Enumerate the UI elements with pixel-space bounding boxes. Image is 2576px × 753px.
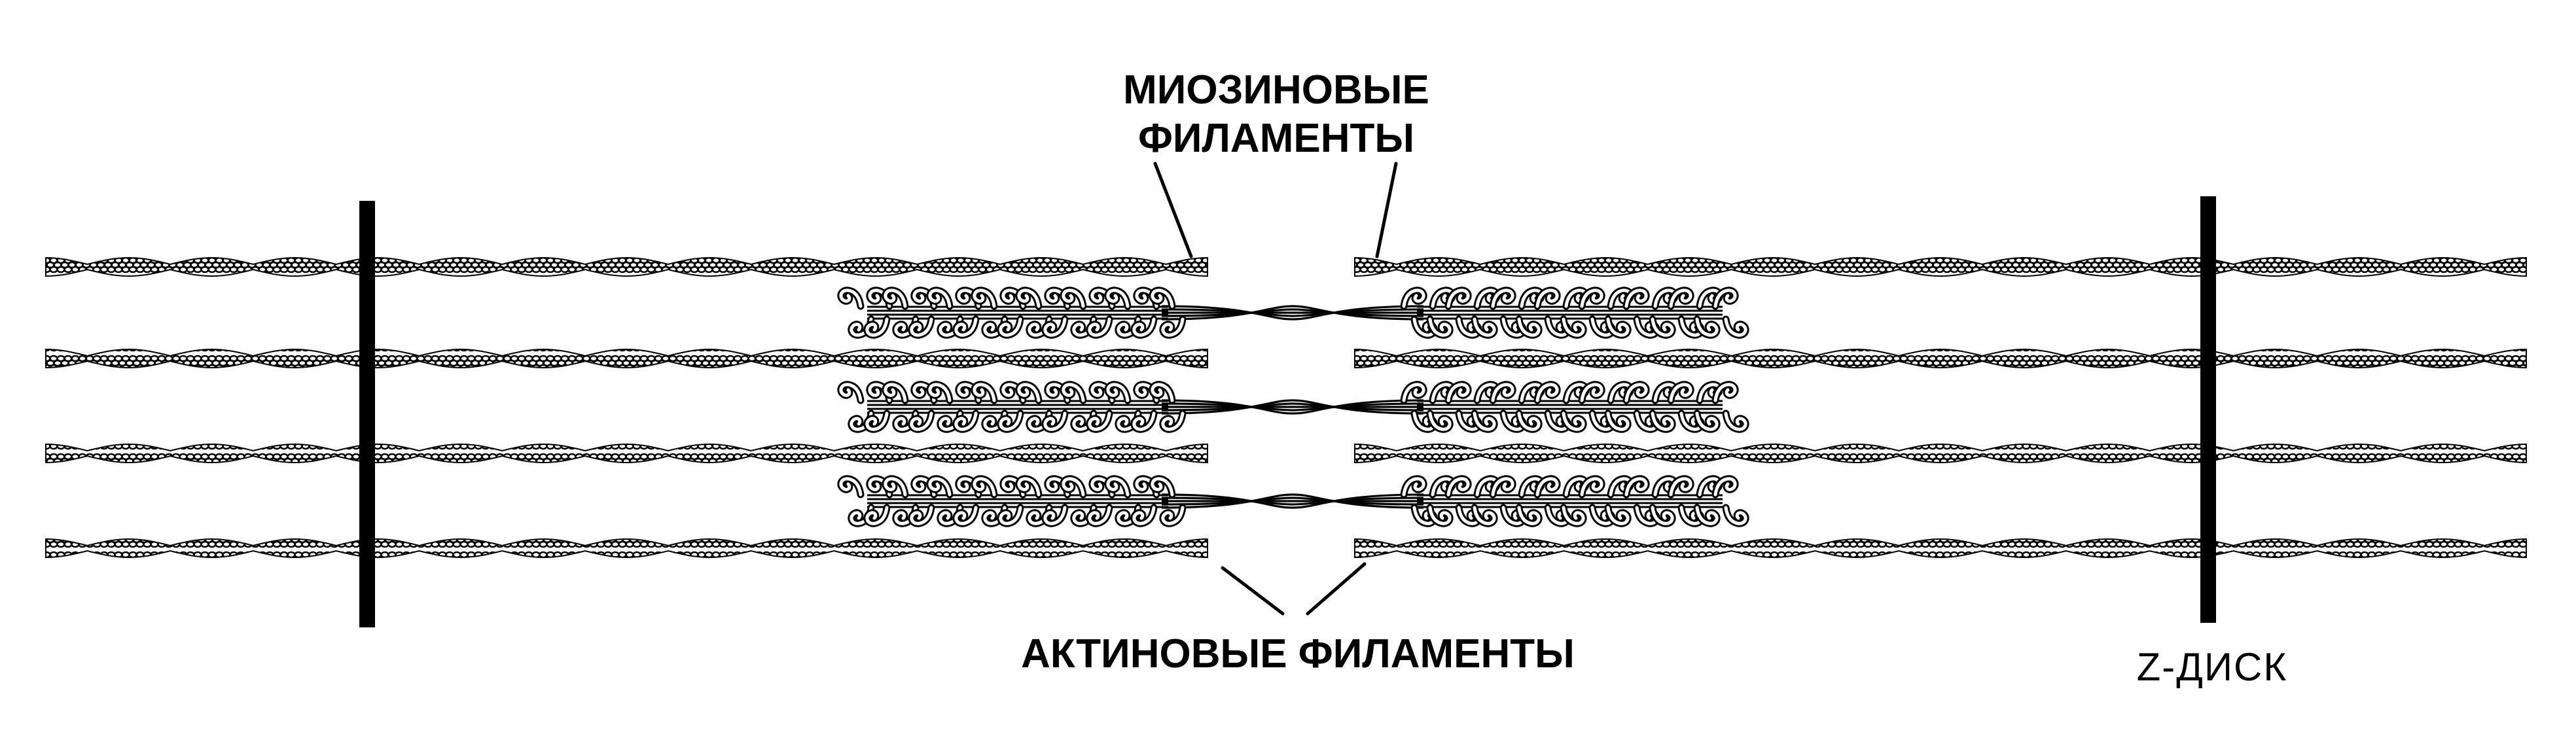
actin-filament-right-3 [1354, 443, 2527, 464]
actin-leader-left [1221, 566, 1285, 616]
actin-strand [45, 538, 1208, 559]
actin-strand [45, 443, 1208, 464]
myosin-label-line2: ФИЛАМЕНТЫ [1138, 116, 1414, 161]
actin-label: АКТИНОВЫЕ ФИЛАМЕНТЫ [1021, 631, 1575, 676]
z-disc-label: Z-ДИСК [2137, 645, 2288, 689]
leader-lines [1153, 162, 1398, 616]
actin-filament-right-1 [1354, 256, 2527, 277]
myosin-tail [1161, 493, 1424, 509]
actin-filament-left-3 [45, 443, 1208, 464]
myosin-tail [1161, 402, 1424, 412]
actin-strand [1354, 256, 2527, 277]
actin-leader-right [1306, 562, 1367, 616]
actin-filaments [45, 256, 2527, 559]
actin-strand [45, 348, 1208, 369]
myosin-leader-right [1375, 162, 1398, 258]
myosin-filament-2 [841, 385, 1745, 429]
myosin-tail [1161, 305, 1424, 321]
actin-strand [1354, 538, 2527, 559]
actin-filament-right-4 [1354, 538, 2527, 559]
actin-strand [45, 256, 1208, 277]
myosin-filaments [841, 290, 1745, 523]
myosin-filament-3 [841, 479, 1745, 523]
z-disc-right [2200, 196, 2216, 623]
actin-filament-left-2 [45, 348, 1208, 369]
myosin-tail [1161, 497, 1424, 506]
actin-filament-left-4 [45, 538, 1208, 559]
myosin-tail [1161, 308, 1424, 317]
myosin-tail [1161, 399, 1424, 415]
myosin-tail [1161, 402, 1424, 412]
myosin-tail [1161, 308, 1424, 317]
actin-strand [1354, 348, 2527, 369]
myosin-leader-left [1153, 162, 1193, 258]
myosin-label-line1: МИОЗИНОВЫЕ [1123, 67, 1429, 113]
actin-filament-left-1 [45, 256, 1208, 277]
myosin-tail [1161, 399, 1424, 415]
myosin-filament-1 [841, 290, 1745, 335]
z-disc-left [359, 201, 375, 627]
actin-filament-right-2 [1354, 348, 2527, 369]
myosin-tail [1161, 493, 1424, 509]
myosin-tail [1161, 305, 1424, 321]
actin-strand [1354, 443, 2527, 464]
myosin-tail [1161, 497, 1424, 506]
